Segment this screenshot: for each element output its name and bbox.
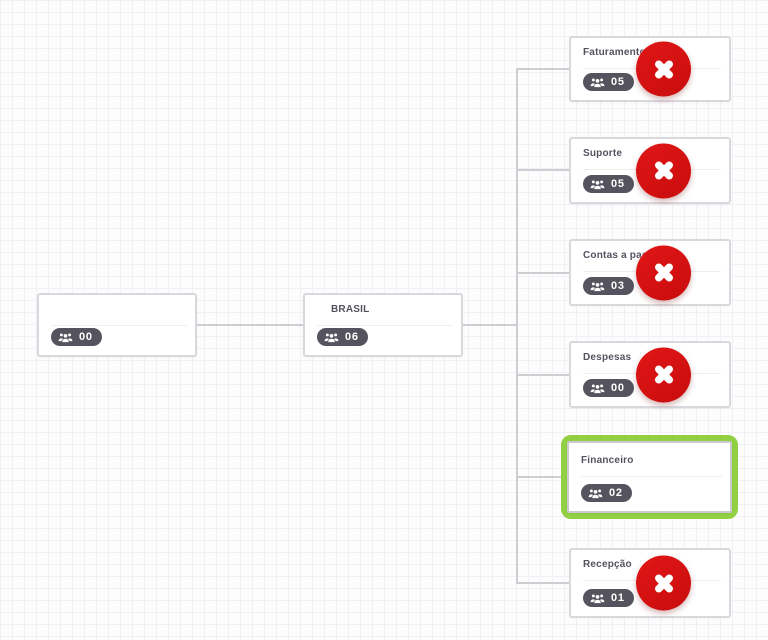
node-title: Despesas (583, 352, 632, 363)
connector-branch-despesas (517, 374, 570, 376)
delete-node-button[interactable] (636, 143, 691, 198)
node-divider (51, 325, 187, 326)
connector-branch-contas (517, 272, 570, 274)
group-icon (590, 281, 605, 292)
node-title: Recepção (583, 559, 632, 570)
member-count-badge: 00 (583, 379, 634, 397)
group-icon (588, 488, 603, 499)
group-icon (324, 332, 339, 343)
org-node-recepcao[interactable]: Recepção 01 (569, 548, 731, 618)
member-count: 00 (611, 382, 625, 394)
x-icon (649, 258, 679, 288)
org-node-suporte[interactable]: Suporte 05 (569, 137, 731, 204)
delete-node-button[interactable] (636, 347, 691, 402)
org-node-faturamento[interactable]: Faturamento 05 (569, 36, 731, 102)
org-node-financeiro[interactable]: Financeiro 02 (567, 441, 732, 513)
connector-trunk (516, 68, 518, 584)
member-count: 05 (611, 76, 625, 88)
connector-root-brasil (197, 324, 303, 326)
member-count: 06 (345, 331, 359, 343)
node-title: Financeiro (581, 455, 634, 466)
node-divider (581, 476, 722, 477)
group-icon (590, 179, 605, 190)
connector-brasil-trunk (463, 324, 517, 326)
connector-branch-suporte (517, 169, 570, 171)
node-divider (317, 325, 453, 326)
node-title: Contas a pagar (583, 250, 659, 261)
member-count: 01 (611, 592, 625, 604)
delete-node-button[interactable] (636, 555, 691, 611)
connector-branch-faturamento (517, 68, 570, 70)
org-node-brasil[interactable]: BRASIL 06 (303, 293, 463, 357)
selection-highlight: Financeiro 02 (561, 435, 738, 519)
delete-node-button[interactable] (636, 41, 691, 97)
node-title: Suporte (583, 148, 623, 159)
group-icon (58, 332, 73, 343)
connector-branch-financeiro (517, 476, 562, 478)
member-count: 00 (79, 331, 93, 343)
member-count-badge: 05 (583, 175, 634, 193)
x-icon (649, 360, 679, 390)
x-icon (649, 54, 679, 84)
member-count-badge: 01 (583, 589, 634, 607)
member-count: 03 (611, 280, 625, 292)
member-count-badge: 03 (583, 277, 634, 295)
member-count: 02 (609, 487, 623, 499)
org-node-contas-a-pagar[interactable]: Contas a pagar 03 (569, 239, 731, 306)
group-icon (590, 593, 605, 604)
org-node-root[interactable]: 00 (37, 293, 197, 357)
node-title: Faturamento (583, 47, 646, 58)
x-icon (649, 568, 679, 598)
org-node-despesas[interactable]: Despesas 00 (569, 341, 731, 408)
member-count-badge: 02 (581, 484, 632, 502)
member-count-badge: 05 (583, 73, 634, 91)
member-count-badge: 06 (317, 328, 368, 346)
group-icon (590, 77, 605, 88)
member-count: 05 (611, 178, 625, 190)
group-icon (590, 383, 605, 394)
member-count-badge: 00 (51, 328, 102, 346)
x-icon (649, 156, 679, 186)
connector-branch-recepcao (517, 582, 570, 584)
delete-node-button[interactable] (636, 245, 691, 300)
node-title: BRASIL (331, 304, 370, 315)
